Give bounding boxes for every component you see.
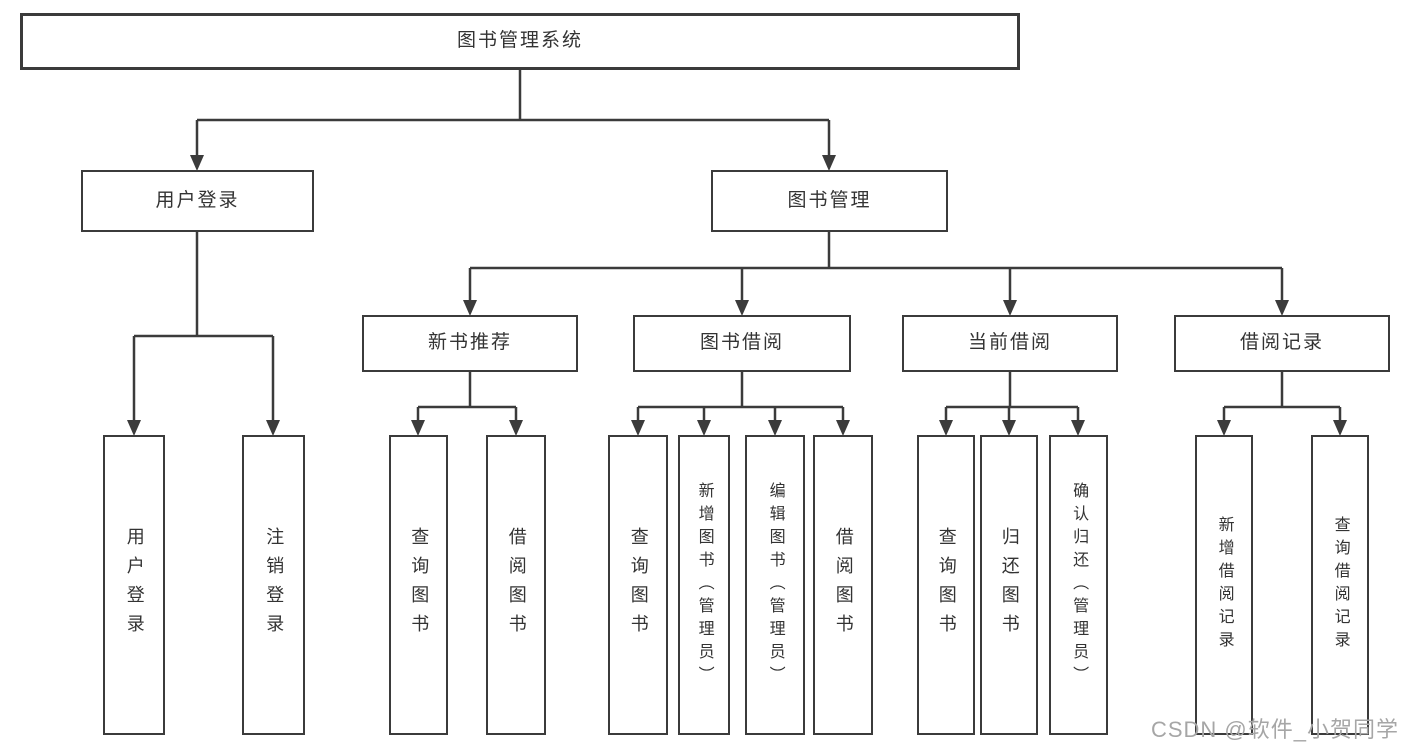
leaf-return-books: 归还图书 bbox=[980, 435, 1038, 735]
leaf-query-books-recommend: 查询图书 bbox=[389, 435, 448, 735]
leaf-borrow-books-recommend: 借阅图书 bbox=[486, 435, 546, 735]
leaf-query-books-borrow: 查询图书 bbox=[608, 435, 668, 735]
arrowheads bbox=[127, 155, 1347, 436]
node-book-borrowing: 图书借阅 bbox=[633, 315, 851, 372]
node-new-book-recommend: 新书推荐 bbox=[362, 315, 578, 372]
node-root-library-system: 图书管理系统 bbox=[20, 13, 1020, 70]
leaf-query-borrow-record: 查询借阅记录 bbox=[1311, 435, 1369, 735]
node-borrowing-records: 借阅记录 bbox=[1174, 315, 1390, 372]
leaf-confirm-return-admin: 确认归还（管理员） bbox=[1049, 435, 1108, 735]
node-user-login: 用户登录 bbox=[81, 170, 314, 232]
csdn-watermark: CSDN @软件_小贺同学 bbox=[1150, 717, 1399, 742]
leaf-user-login: 用户登录 bbox=[103, 435, 165, 735]
leaf-logout: 注销登录 bbox=[242, 435, 305, 735]
leaf-edit-books-admin: 编辑图书（管理员） bbox=[745, 435, 805, 735]
leaf-query-books-current: 查询图书 bbox=[917, 435, 975, 735]
leaf-add-borrow-record: 新增借阅记录 bbox=[1195, 435, 1253, 735]
node-book-management: 图书管理 bbox=[711, 170, 948, 232]
node-current-borrowing: 当前借阅 bbox=[902, 315, 1118, 372]
leaf-add-books-admin: 新增图书（管理员） bbox=[678, 435, 730, 735]
leaf-borrow-books: 借阅图书 bbox=[813, 435, 873, 735]
